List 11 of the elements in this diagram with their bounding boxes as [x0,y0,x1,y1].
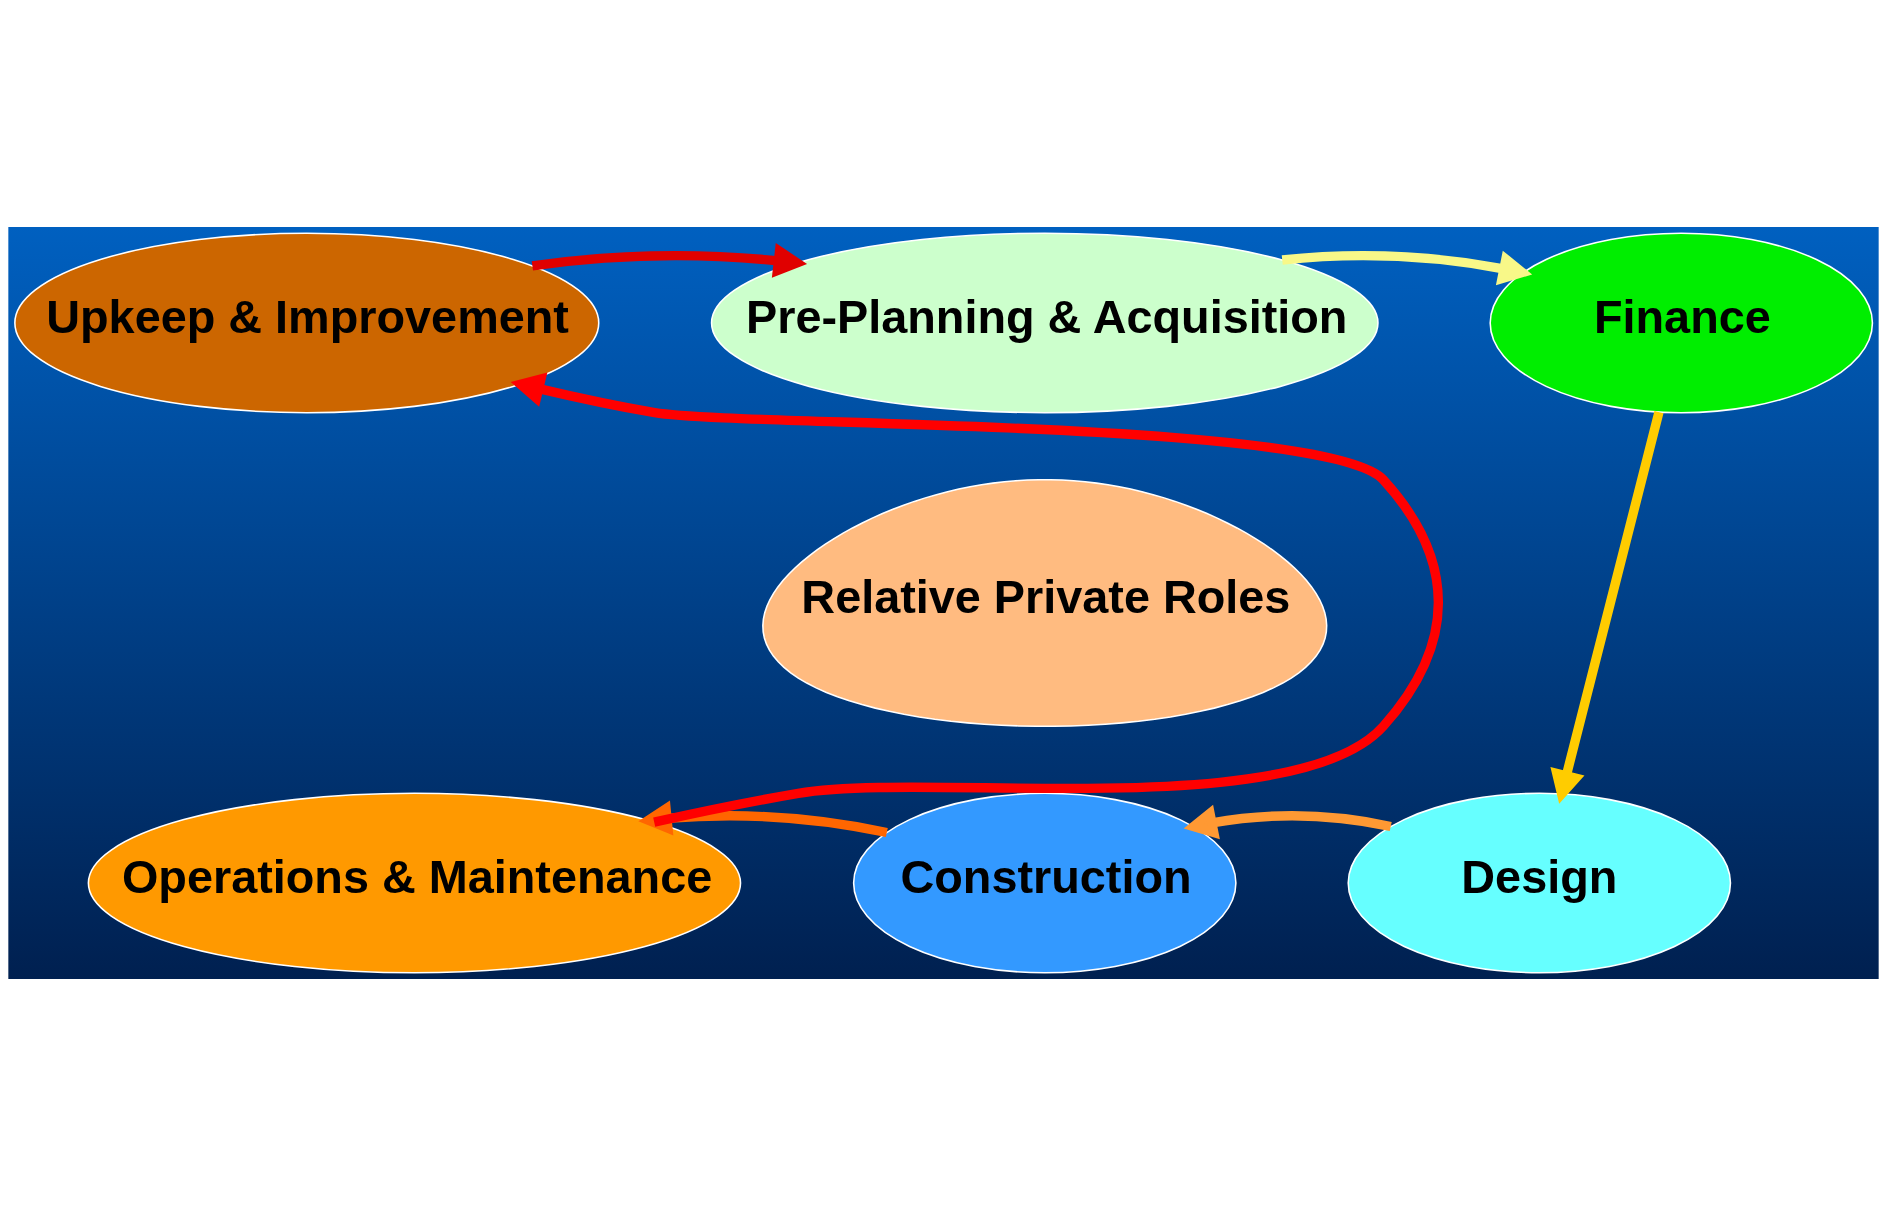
node-ellipse: Pre-Planning & Acquisition [710,232,1379,414]
arrow [1550,410,1664,804]
node-ellipse: Operations & Maintenance [87,792,742,974]
node-ellipse: Design [1347,792,1732,974]
arrow [1183,804,1392,840]
node-ellipse: Construction [852,792,1237,974]
arrow [531,242,808,278]
arrow [1281,250,1533,286]
node-ellipse: Finance [1489,232,1874,414]
arrow [510,372,1443,827]
node-ellipse: Upkeep & Improvement [14,232,600,414]
